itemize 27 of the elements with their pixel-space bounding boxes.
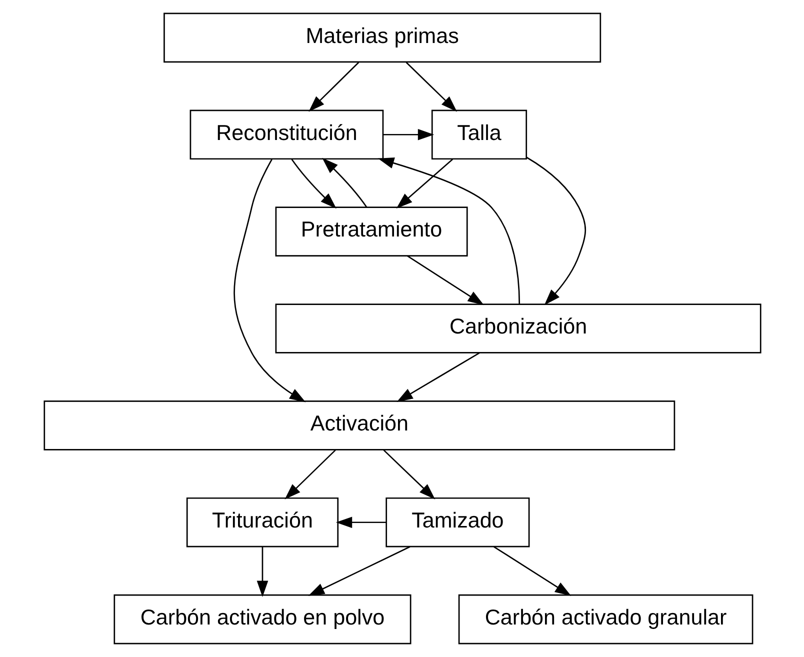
node-box: Carbonización [274, 304, 761, 354]
arrow [405, 62, 457, 112]
arrow [493, 546, 571, 596]
arrow [396, 158, 453, 209]
node-box: Tamizado [385, 497, 530, 548]
arrow [322, 158, 367, 208]
arrow [377, 158, 520, 304]
arrow [290, 158, 336, 209]
arrow [284, 450, 336, 500]
arrow [335, 516, 386, 528]
node-box: Reconstitución [189, 110, 384, 160]
arrow [382, 128, 434, 140]
node-box: Pretratamiento [274, 206, 468, 256]
arrow [526, 156, 586, 306]
node-box: Carbón activado en polvo [113, 594, 411, 644]
node-box: Trituración [186, 497, 338, 548]
arrow [308, 546, 410, 596]
node-box: Activación [43, 400, 675, 450]
arrow [406, 255, 484, 306]
node-box: Materias primas [163, 12, 601, 63]
node-box: Talla [430, 110, 527, 160]
arrow [396, 352, 480, 402]
node-box: Carbón activado granular [458, 594, 753, 644]
arrow [233, 159, 306, 402]
arrow [256, 547, 268, 597]
arrow [308, 62, 359, 112]
arrow [382, 450, 435, 500]
